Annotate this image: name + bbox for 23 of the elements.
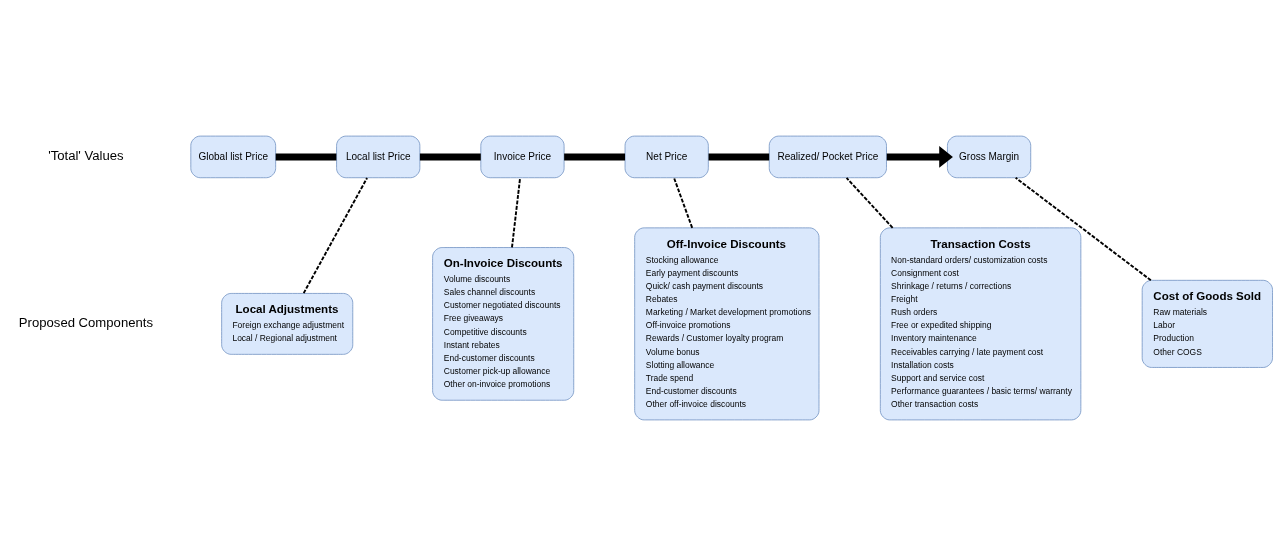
node-box: Realized/ Pocket Price bbox=[768, 135, 887, 179]
node-box: Transaction Costs Non-standard orders/ customization costs Consignment cost Shrinkage / returns / corrections Freight Rush orders Free or expedited shipping Inventory maintenance Receivables carrying / late payment cost Installation costs Support and service cost Performance guarantees / basic terms/ warranty Other transaction costs bbox=[879, 227, 1082, 421]
node-box: Cost of Goods Sold Raw materials Labor Production Other COGS bbox=[1141, 279, 1273, 368]
node-box: Local Adjustments Foreign exchange adjustment Local / Regional adjustment bbox=[221, 293, 354, 355]
label: Proposed Components bbox=[18, 315, 153, 331]
connector bbox=[708, 153, 770, 161]
node-box: Global list Price bbox=[190, 135, 277, 179]
connector bbox=[673, 177, 694, 229]
connector bbox=[275, 153, 337, 161]
arrow bbox=[886, 146, 953, 168]
node-box: Gross Margin bbox=[947, 135, 1032, 179]
connector bbox=[419, 153, 481, 161]
node-box: Invoice Price bbox=[480, 135, 565, 179]
connector bbox=[845, 177, 894, 229]
label: 'Total' Values bbox=[48, 148, 124, 164]
node-box: On-Invoice Discounts Volume discounts Sales channel discounts Customer negotiated discounts Free giveaways Competitive discounts Instant rebates End-customer discounts Customer pick-up allowance Other on-invoice promotions bbox=[432, 247, 575, 401]
node-box: Off-Invoice Discounts Stocking allowance Early payment discounts Quick/ cash payment discounts Rebates Marketing / Market development promotions Off-invoice promotions Rewards / Customer loyalty program Volume bonus Slotting allowance Trade spend End-customer discounts Other off-invoice discounts bbox=[634, 227, 820, 421]
connector bbox=[511, 177, 522, 249]
node-box: Net Price bbox=[624, 135, 709, 179]
connector bbox=[564, 153, 625, 161]
connector bbox=[1014, 176, 1152, 282]
connector bbox=[302, 177, 369, 295]
node-box: Local list Price bbox=[336, 135, 421, 179]
